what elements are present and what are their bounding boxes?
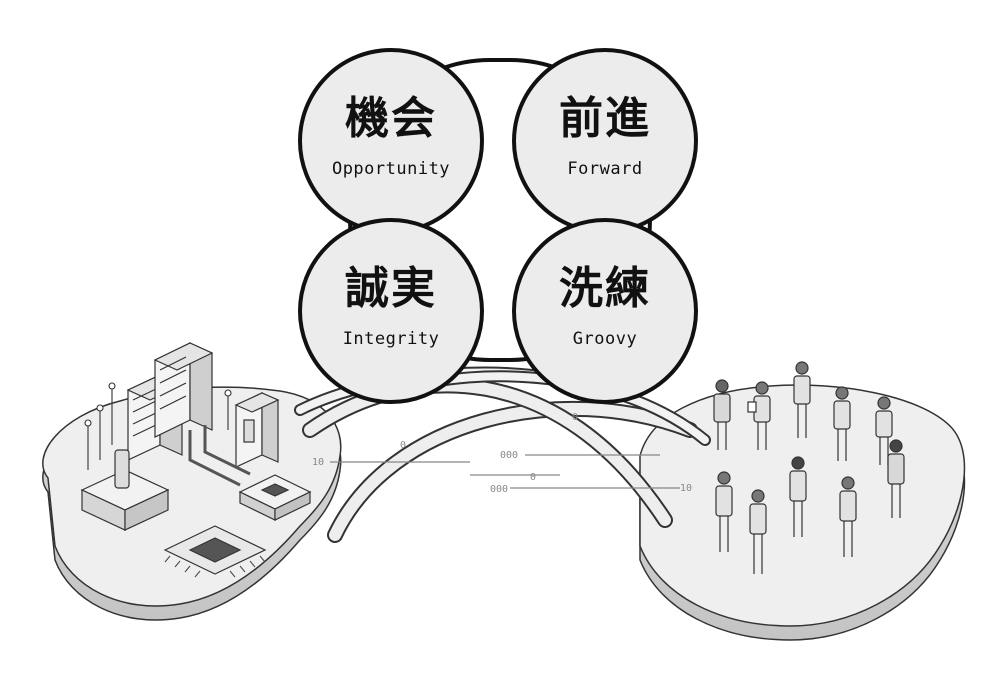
value-english: Opportunity xyxy=(331,159,451,179)
value-circle-groovy: 洗練 Groovy xyxy=(512,218,698,404)
board-icon xyxy=(238,474,312,521)
value-kanji: 前進 xyxy=(559,93,651,144)
bridge-labels: 10 0 000 000 0 0 10 xyxy=(312,412,692,495)
server-rack-icon xyxy=(126,342,214,461)
value-english: Integrity xyxy=(342,329,440,349)
hub-box-icon xyxy=(80,449,170,531)
data-lines xyxy=(330,454,680,489)
bridge-label: 0 xyxy=(572,412,578,423)
tech-platform xyxy=(42,342,342,621)
value-english: Groovy xyxy=(572,329,638,349)
bridge-label: 0 xyxy=(530,472,536,483)
value-english: Forward xyxy=(567,159,643,179)
bridge-label: 000 xyxy=(490,484,508,495)
bridge-label: 0 xyxy=(400,440,406,451)
value-kanji: 機会 xyxy=(345,93,437,144)
value-kanji: 洗練 xyxy=(559,263,651,314)
value-circle-integrity: 誠実 Integrity xyxy=(298,218,484,404)
bridge-label: 10 xyxy=(312,457,324,468)
value-circle-opportunity: 機会 Opportunity xyxy=(298,48,484,234)
value-kanji: 誠実 xyxy=(345,263,437,314)
bridge-label: 000 xyxy=(500,450,518,461)
people-icon xyxy=(713,361,905,574)
value-circle-forward: 前進 Forward xyxy=(512,48,698,234)
bridge-label: 10 xyxy=(680,483,692,494)
cabinet-icon xyxy=(234,392,280,468)
chip-icon xyxy=(163,525,267,578)
